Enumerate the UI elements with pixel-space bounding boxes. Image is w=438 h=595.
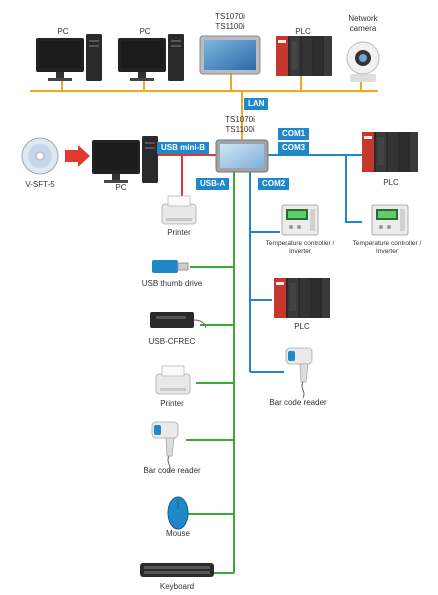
usb-printer-1-label: Printer bbox=[167, 228, 191, 237]
com3-tag: COM3 bbox=[278, 142, 310, 154]
lan-pc-2-label: PC bbox=[139, 27, 151, 36]
com2-plc-label: PLC bbox=[294, 322, 310, 331]
usb-drive-label: USB thumb drive bbox=[141, 279, 203, 288]
com1-tag: COM1 bbox=[278, 128, 310, 140]
lan-plc-label: PLC bbox=[295, 27, 311, 36]
usb-cf-reader bbox=[150, 312, 207, 329]
hmi-label: TS1070i TS1100i bbox=[225, 115, 255, 134]
usb-mouse bbox=[167, 496, 189, 530]
usb-mini-b-tag: USB mini-B bbox=[157, 142, 209, 154]
usb-barcode-label: Bar code reader bbox=[143, 466, 201, 475]
lan-ts-panel bbox=[199, 35, 261, 75]
com2-tc-label: Temperature controller / Inverter bbox=[265, 240, 335, 255]
usb-cfrec-label: USB-CFREC bbox=[148, 337, 196, 346]
usb-printer-2 bbox=[155, 365, 191, 395]
lan-plc bbox=[276, 36, 332, 76]
lan-pc-1 bbox=[36, 34, 102, 81]
com2-barcode-label: Bar code reader bbox=[269, 398, 327, 407]
lan-pc-2 bbox=[118, 34, 184, 81]
lan-port-tag: LAN bbox=[244, 98, 269, 110]
cd-disc bbox=[21, 137, 59, 175]
com2-barcode-reader bbox=[285, 347, 313, 399]
left-pc bbox=[92, 136, 158, 183]
lan-network-camera bbox=[346, 41, 380, 82]
com2-plc bbox=[274, 278, 330, 318]
usb-thumb-drive bbox=[152, 260, 189, 273]
usb-keyboard bbox=[140, 563, 214, 577]
lan-ts-label: TS1070i TS1100i bbox=[215, 12, 245, 31]
hmi-panel bbox=[215, 139, 269, 173]
lan-camera-label: Network camera bbox=[348, 14, 378, 33]
com1-3-branch-tc bbox=[345, 155, 362, 223]
software-label: V-SFT-5 bbox=[25, 180, 55, 189]
com-plc bbox=[362, 132, 418, 172]
com-tc-label: Temperature controller / Inverter bbox=[352, 240, 422, 255]
usb-a-tag: USB-A bbox=[196, 178, 230, 190]
com2-tag: COM2 bbox=[258, 178, 290, 190]
com-temp-controller bbox=[371, 204, 409, 236]
usb-printer-2-label: Printer bbox=[160, 399, 184, 408]
com-plc-label: PLC bbox=[383, 178, 399, 187]
usb-printer-1 bbox=[161, 195, 197, 225]
com2-temp-controller bbox=[281, 204, 319, 236]
left-pc-label: PC bbox=[115, 183, 127, 192]
usb-barcode-reader bbox=[151, 421, 179, 473]
usb-keyboard-label: Keyboard bbox=[159, 582, 195, 591]
install-arrow bbox=[65, 145, 90, 167]
lan-pc-1-label: PC bbox=[57, 27, 69, 36]
usb-mouse-label: Mouse bbox=[165, 529, 190, 538]
